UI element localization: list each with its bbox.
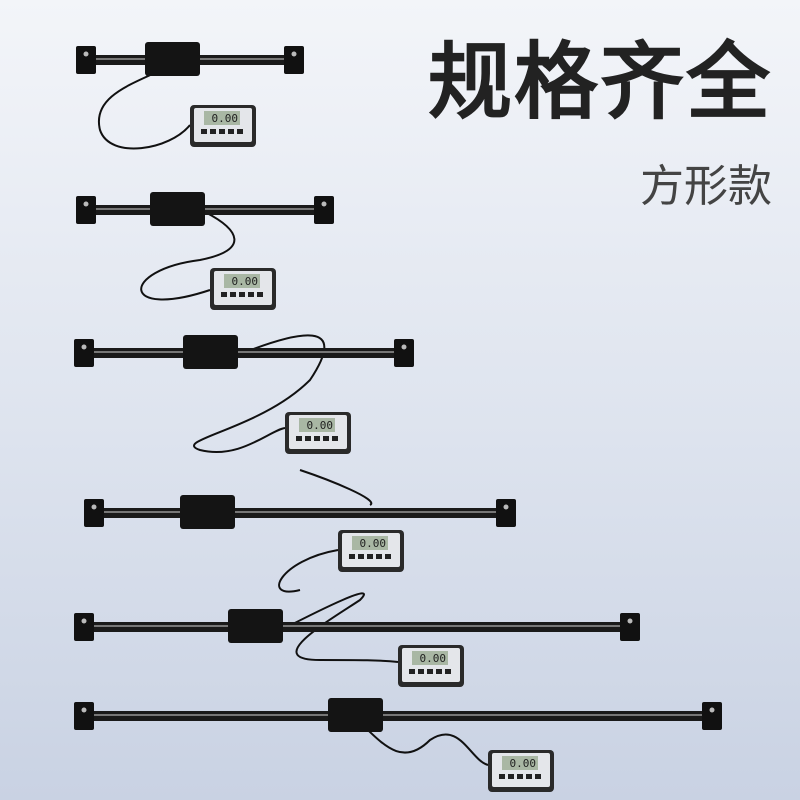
digital-display: 0.00 [398, 645, 464, 687]
digital-display: 0.00 [190, 105, 256, 147]
display-button [332, 436, 338, 441]
screw-icon [291, 51, 297, 57]
lcd-screen [352, 536, 388, 550]
display-button [376, 554, 382, 559]
end-bracket-left [74, 613, 94, 641]
end-bracket-left [74, 339, 94, 367]
screw-icon [83, 201, 89, 207]
digital-display: 0.00 [210, 268, 276, 310]
screw-icon [401, 344, 407, 350]
subheadline: 方形款 [640, 161, 772, 212]
display-button [305, 436, 311, 441]
screw-icon [91, 504, 97, 510]
end-bracket-left [84, 499, 104, 527]
display-button [314, 436, 320, 441]
display-button [349, 554, 355, 559]
display-button [409, 669, 415, 674]
display-button [535, 774, 541, 779]
scale-unit: 0.00 [76, 192, 334, 310]
display-button [323, 436, 329, 441]
scale-unit: 0.00 [76, 42, 304, 150]
screw-icon [81, 618, 87, 624]
display-button [367, 554, 373, 559]
display-button [445, 669, 451, 674]
display-button [385, 554, 391, 559]
end-bracket-left [74, 702, 94, 730]
screw-icon [83, 51, 89, 57]
display-button [296, 436, 302, 441]
lcd-screen [204, 111, 240, 125]
cable [278, 469, 373, 593]
display-button [436, 669, 442, 674]
end-bracket-right [702, 702, 722, 730]
reader-head [150, 192, 205, 226]
display-button [427, 669, 433, 674]
screw-icon [81, 707, 87, 713]
scale-unit: 0.00 [74, 334, 414, 454]
display-button [210, 129, 216, 134]
lcd-readout: 0.00 [360, 537, 387, 550]
digital-display: 0.00 [488, 750, 554, 792]
end-bracket-right [314, 196, 334, 224]
lcd-screen [412, 651, 448, 665]
display-button [230, 292, 236, 297]
display-button [201, 129, 207, 134]
reader-head [183, 335, 238, 369]
screw-icon [709, 707, 715, 713]
end-bracket-right [284, 46, 304, 74]
reader-head [328, 698, 383, 732]
rail-highlight [78, 714, 718, 716]
end-bracket-right [496, 499, 516, 527]
cable [354, 717, 489, 766]
lcd-readout: 0.00 [212, 112, 239, 125]
scale-unit: 0.00 [74, 698, 722, 792]
reader-head [180, 495, 235, 529]
display-button [228, 129, 234, 134]
display-button [221, 292, 227, 297]
display-button [358, 554, 364, 559]
display-button [248, 292, 254, 297]
digital-display: 0.00 [285, 412, 351, 454]
scale-unit: 0.00 [84, 469, 516, 593]
display-button [219, 129, 225, 134]
lcd-readout: 0.00 [307, 419, 334, 432]
rail-highlight [78, 351, 410, 353]
screw-icon [627, 618, 633, 624]
display-button [499, 774, 505, 779]
screw-icon [321, 201, 327, 207]
reader-head [145, 42, 200, 76]
display-button [237, 129, 243, 134]
display-button [517, 774, 523, 779]
reader-head [228, 609, 283, 643]
screw-icon [503, 504, 509, 510]
digital-display: 0.00 [338, 530, 404, 572]
lcd-readout: 0.00 [510, 757, 537, 770]
display-button [526, 774, 532, 779]
rail-highlight [78, 625, 636, 627]
end-bracket-left [76, 196, 96, 224]
display-button [418, 669, 424, 674]
end-bracket-right [394, 339, 414, 367]
display-button [508, 774, 514, 779]
screw-icon [81, 344, 87, 350]
lcd-screen [502, 756, 538, 770]
lcd-screen [299, 418, 335, 432]
lcd-screen [224, 274, 260, 288]
headline: 规格齐全 [427, 33, 772, 131]
cable [97, 61, 191, 150]
display-button [257, 292, 263, 297]
cable [140, 211, 236, 301]
end-bracket-right [620, 613, 640, 641]
lcd-readout: 0.00 [420, 652, 447, 665]
cable [193, 334, 326, 453]
scale-unit: 0.00 [74, 592, 640, 687]
display-button [239, 292, 245, 297]
end-bracket-left [76, 46, 96, 74]
rail-highlight [88, 511, 512, 513]
lcd-readout: 0.00 [232, 275, 259, 288]
